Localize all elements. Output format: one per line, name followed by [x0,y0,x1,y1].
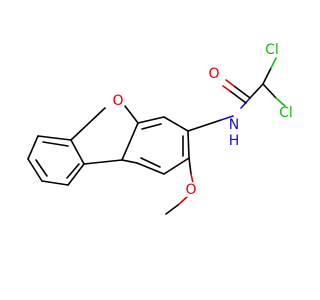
amide-nitrogen-label-bg [228,117,244,133]
ring-oxygen-label-bg [110,93,126,109]
amide-side-chain [187,57,286,132]
chlorine-right-label: Cl [279,105,293,121]
ring-oxygen-label: O [112,93,123,109]
methoxy-oxygen-label-bg [183,182,199,198]
carbonyl-oxygen-label: O [208,66,219,82]
amide-nitrogen-label: N [229,117,239,133]
right-benzene-ring [121,116,190,175]
chlorine-top-label: Cl [265,42,279,58]
carbonyl-oxygen-label-bg [206,66,222,82]
furan-ring [70,105,139,165]
methoxy-group [165,157,194,215]
left-benzene-ring [27,135,85,186]
methoxy-oxygen-label: O [185,182,196,198]
atom-labels: O O N H Cl Cl O [110,42,293,198]
chemical-structure-diagram: O O N H Cl Cl O [27,42,293,215]
amide-hydrogen-label: H [229,133,240,149]
